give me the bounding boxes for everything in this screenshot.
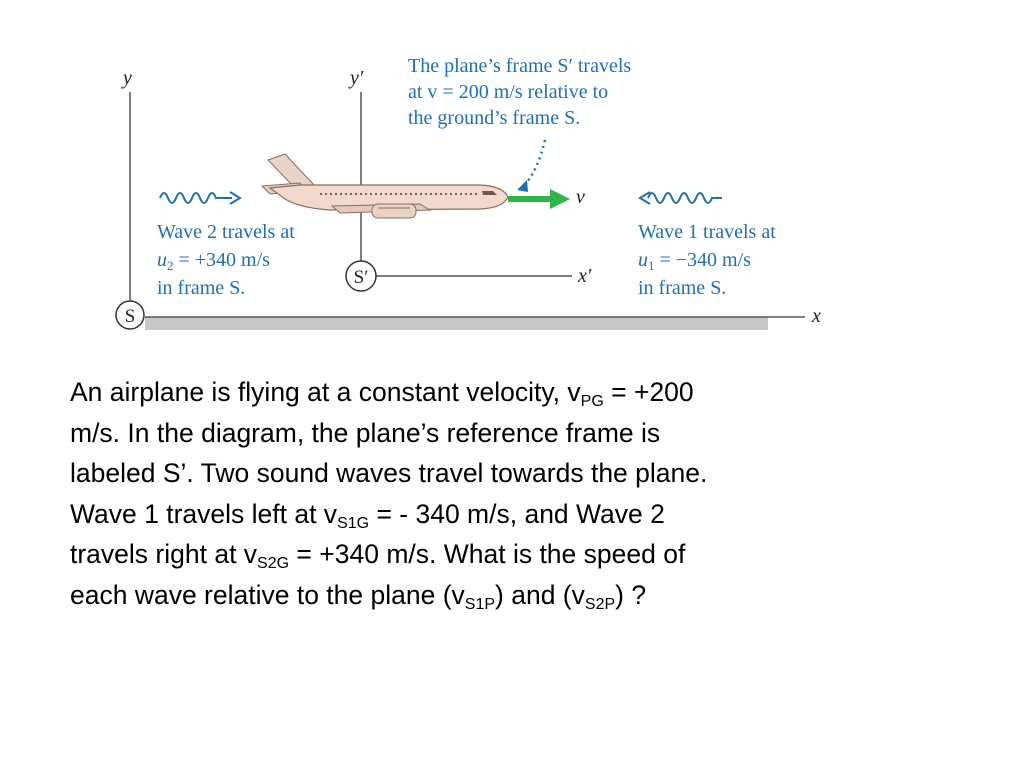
wave-1-line-1: Wave 1 travels at [638, 221, 776, 243]
problem-line-6: each wave relative to the plane (vS1P) a… [70, 579, 647, 613]
frame-s-label: S [125, 306, 136, 327]
wave-1-arrow-icon [638, 191, 722, 205]
problem-line-1: An airplane is flying at a constant velo… [70, 377, 694, 410]
problem-statement: An airplane is flying at a constant velo… [70, 372, 950, 615]
problem-line-4: Wave 1 travels left at vS1G = - 340 m/s,… [70, 498, 665, 532]
wave-2-arrow-icon [159, 191, 242, 205]
relativity-diagram: x y S y′ x′ S′ v The plane’s frame S′ tr… [115, 55, 821, 330]
frame-s-prime-label: S′ [354, 267, 369, 288]
y-axis-label: y [121, 67, 132, 89]
wave-2-line-2: u2 = +340 m/s [157, 249, 270, 273]
ground-strip [145, 317, 768, 330]
x-axis-label: x [811, 305, 821, 327]
callout-line-3: the ground’s frame S. [408, 107, 580, 129]
wave-1-line-3: in frame S. [638, 277, 726, 299]
callout-pointer [523, 139, 547, 187]
wave-1-line-2: u1 = −340 m/s [638, 249, 751, 273]
problem-line-3: labeled S’. Two sound waves travel towar… [70, 458, 708, 488]
callout-line-1: The plane’s frame S′ travels [408, 55, 631, 77]
x-prime-axis-label: x′ [577, 265, 592, 287]
problem-line-5: travels right at vS2G = +340 m/s. What i… [70, 539, 686, 572]
frame-s-prime-badge [345, 260, 377, 292]
frame-s-badge [115, 300, 145, 330]
velocity-arrowhead [550, 189, 570, 209]
wave-2-line-1: Wave 2 travels at [157, 221, 295, 243]
y-prime-axis-label: y′ [348, 67, 364, 89]
callout-pointer-head [517, 180, 528, 192]
velocity-label: v [576, 186, 585, 208]
problem-line-2: m/s. In the diagram, the plane’s referen… [70, 417, 661, 448]
callout-line-2: at v = 200 m/s relative to [408, 81, 608, 103]
airplane-icon [260, 153, 509, 219]
wave-2-line-3: in frame S. [157, 277, 245, 299]
